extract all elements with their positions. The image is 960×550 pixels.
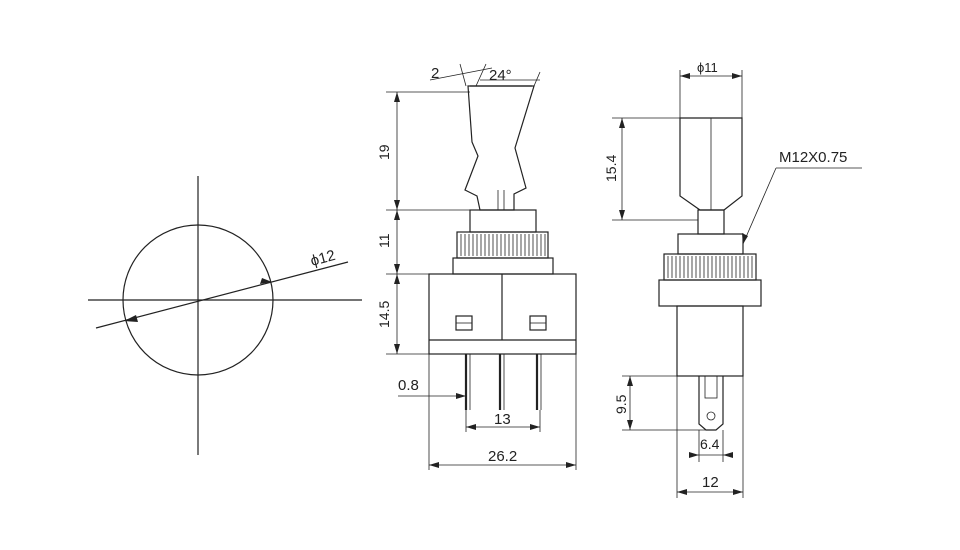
diameter-arrow-left [124, 315, 138, 322]
p95-arrow-bot [627, 420, 633, 430]
h15-arrow-bot [619, 210, 625, 220]
height-11-label: 11 [376, 233, 392, 248]
pitch-13-label: 13 [494, 411, 511, 428]
nut-knurl-lines [460, 234, 546, 256]
angle-leader-b [459, 63, 467, 87]
angle-24-label: 24° [489, 67, 512, 84]
width-arrow-right [566, 462, 576, 468]
arrow-14-5-top [394, 274, 400, 284]
height-19-label: 19 [376, 144, 392, 160]
arrow-11-bot [394, 264, 400, 274]
side-knurled-nut [663, 253, 757, 281]
diameter-arrow-right [260, 278, 272, 284]
side-pin-hole [706, 411, 716, 421]
pitch-arrow-right [530, 424, 540, 430]
thread-arrow [742, 233, 748, 244]
lever-outline [464, 85, 535, 211]
side-pin [698, 376, 724, 431]
side-pin-slot [704, 375, 718, 399]
angle-leader-e [533, 71, 541, 87]
pin-6-4-label: 6.4 [700, 436, 720, 452]
panel-cutout-view: ϕ12 [88, 176, 362, 455]
width-12-label: 12 [702, 474, 719, 491]
p95-arrow-top [627, 376, 633, 386]
d11-arrow-right [732, 73, 742, 79]
arrow-11-top [394, 210, 400, 220]
angle-2-label: 2 [431, 65, 439, 82]
p64-arrow-right [723, 452, 733, 458]
angle-leader-c [475, 63, 487, 87]
pitch-arrow-left [466, 424, 476, 430]
width-arrow-left [429, 462, 439, 468]
arrow-19-top [394, 92, 400, 102]
w12-arrow-left [677, 489, 687, 495]
diameter-11-label: ϕ11 [697, 60, 718, 75]
lever-stem [697, 209, 725, 235]
nut-base [452, 257, 554, 275]
side-nut-knurl-lines [667, 256, 753, 278]
side-view: ϕ11 15.4 M12X0.75 9.5 6.4 12 [603, 60, 862, 498]
pin-0-8-label: 0.8 [398, 377, 419, 394]
w12-arrow-right [733, 489, 743, 495]
thread-m12-label: M12X0.75 [779, 149, 847, 166]
pin-9-5-label: 9.5 [613, 394, 629, 414]
width-26-2-label: 26.2 [488, 448, 517, 465]
diameter-12-label: ϕ12 [309, 247, 338, 270]
knurled-nut [456, 231, 549, 259]
height-14-5-label: 14.5 [376, 301, 392, 328]
diameter-leader [95, 261, 349, 329]
d11-arrow-left [680, 73, 690, 79]
thread-leader-diagonal [742, 167, 777, 245]
front-view: 2 24° 19 11 14.5 0.8 13 26.2 [376, 63, 577, 470]
arrow-14-5-bot [394, 344, 400, 354]
bushing-top [469, 209, 537, 233]
h15-arrow-top [619, 118, 625, 128]
angle-leader-a [429, 67, 493, 81]
height-15-4-label: 15.4 [603, 155, 619, 182]
pin-0-8-arrow [456, 393, 466, 399]
side-body [676, 305, 744, 377]
p64-arrow-left [689, 452, 699, 458]
arrow-19-bot [394, 200, 400, 210]
side-bushing [677, 233, 744, 255]
side-flange [658, 279, 762, 307]
